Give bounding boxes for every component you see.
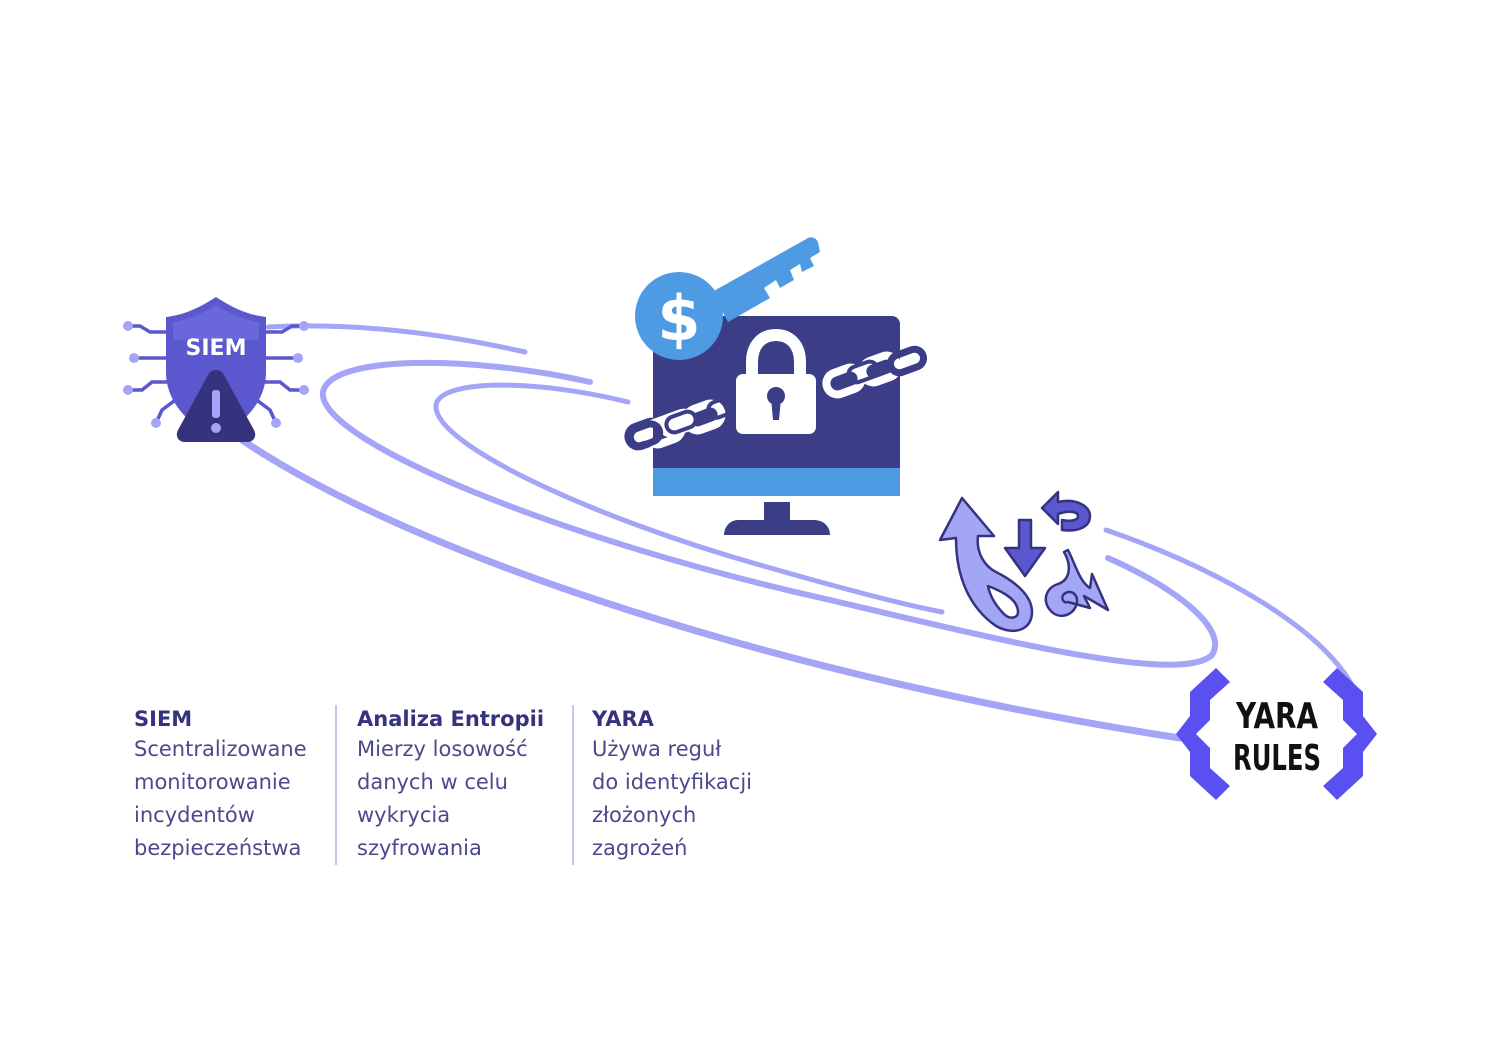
orbit-middle (319, 359, 1219, 668)
return-arrow (1040, 490, 1092, 532)
legend-entropy-description: Mierzy losowość danych w celu wykrycia s… (357, 737, 528, 860)
legend-entropy: Analiza Entropii Mierzy losowość danych … (357, 705, 567, 865)
legend-siem: SIEM Scentralizowane monitorowanie incyd… (134, 705, 334, 865)
legend-yara-description: Używa reguł do identyfikacji złożonych z… (592, 737, 753, 860)
curl-arrow (1044, 548, 1110, 618)
legend-siem-description: Scentralizowane monitorowanie incydentów… (134, 737, 307, 860)
yara-label-line1: YARA (1235, 696, 1318, 737)
orbit-inner (433, 382, 945, 615)
key-bow (635, 272, 723, 360)
orbit-outer-bottom (238, 436, 1184, 742)
legend-yara: YARA Używa reguł do identyfikacji złożon… (592, 705, 792, 865)
legend-divider (572, 705, 574, 865)
yara-label-line2: RULES (1233, 738, 1321, 779)
legend-divider (335, 705, 337, 865)
chain-icon (624, 345, 928, 451)
left-brace-icon (1176, 668, 1230, 800)
siem-label: SIEM (186, 336, 247, 361)
legend-yara-title: YARA (592, 707, 654, 731)
orbit-right (1103, 527, 1355, 688)
key-blade (712, 237, 820, 322)
right-brace-icon (1323, 668, 1377, 800)
yara-rules-icon: YARA RULES (1176, 668, 1377, 800)
legend-siem-title: SIEM (134, 707, 193, 731)
monitor-stand (724, 520, 830, 535)
legend-entropy-title: Analiza Entropii (357, 707, 545, 731)
dollar-sign: $ (657, 282, 700, 355)
down-arrow (1003, 518, 1047, 578)
random-arrows-icon (938, 490, 1110, 632)
big-swirl-arrow (938, 496, 1034, 632)
siem-icon: SIEM (123, 297, 309, 442)
padlock-shackle (746, 328, 806, 378)
orbit-lines (238, 323, 1355, 742)
monitor-neck (764, 502, 790, 520)
locked-monitor-key-icon: $ (624, 237, 928, 535)
